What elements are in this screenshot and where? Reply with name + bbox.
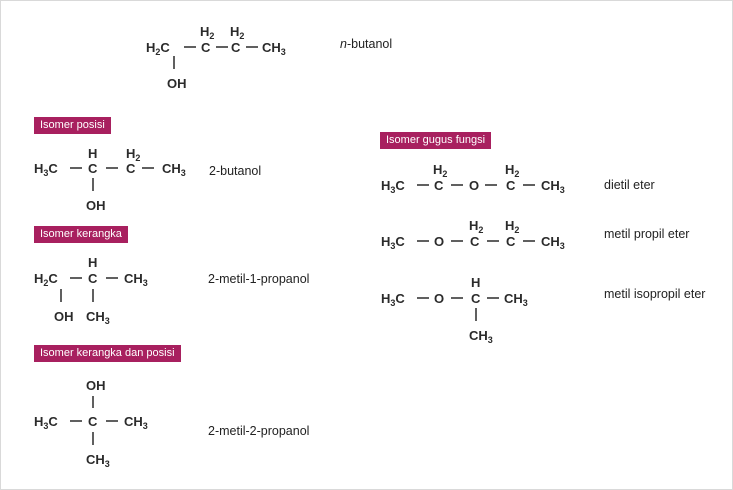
label-2-metil-2-propanol: 2-metil-2-propanol: [208, 424, 310, 438]
svg-text:CH3: CH3: [86, 309, 110, 326]
svg-text:H: H: [471, 275, 480, 290]
svg-text:H3C: H3C: [34, 414, 58, 431]
svg-text:H2: H2: [230, 24, 244, 41]
structure-n-butanol: H2C H2 C H2 C CH3 OH: [146, 24, 286, 91]
svg-text:H2: H2: [505, 162, 519, 179]
svg-text:H: H: [88, 146, 97, 161]
svg-text:C: C: [88, 161, 98, 176]
label-metil-propil-eter: metil propil eter: [604, 227, 690, 241]
svg-text:C: C: [88, 414, 98, 429]
svg-text:OH: OH: [86, 378, 106, 393]
svg-text:H3C: H3C: [381, 291, 405, 308]
svg-text:H2: H2: [433, 162, 447, 179]
svg-text:CH3: CH3: [124, 414, 148, 431]
badge-isomer-posisi: Isomer posisi: [34, 117, 111, 134]
structure-2-metil-2-propanol: OH H3C C CH3 CH3: [34, 378, 148, 469]
svg-text:C: C: [470, 234, 480, 249]
svg-text:C: C: [231, 40, 241, 55]
svg-text:CH3: CH3: [86, 452, 110, 469]
svg-text:C: C: [126, 161, 136, 176]
structure-dietil-eter: H3C H2 C O H2 C CH3: [381, 162, 565, 195]
label-2-butanol: 2-butanol: [209, 164, 262, 178]
svg-text:H2: H2: [126, 146, 140, 163]
svg-text:H2C: H2C: [146, 40, 170, 57]
svg-text:H3C: H3C: [381, 178, 405, 195]
structure-metil-propil-eter: H3C O H2 C H2 C CH3: [381, 218, 565, 251]
badge-isomer-kerangka-dan-posisi: Isomer kerangka dan posisi: [34, 345, 181, 362]
svg-text:C: C: [88, 271, 98, 286]
label-metil-isopropil-eter: metil isopropil eter: [604, 287, 706, 301]
svg-text:C: C: [471, 291, 481, 306]
svg-text:H3C: H3C: [34, 161, 58, 178]
svg-text:CH3: CH3: [124, 271, 148, 288]
svg-text:H3C: H3C: [381, 234, 405, 251]
svg-text:C: C: [506, 234, 516, 249]
badge-isomer-gugus-fungsi: Isomer gugus fungsi: [380, 132, 492, 149]
svg-text:OH: OH: [54, 309, 74, 324]
label-2-metil-1-propanol: 2-metil-1-propanol: [208, 272, 310, 286]
svg-text:OH: OH: [86, 198, 106, 213]
svg-text:CH3: CH3: [262, 40, 286, 57]
svg-text:OH: OH: [167, 76, 187, 91]
svg-text:O: O: [434, 234, 444, 249]
svg-text:O: O: [469, 178, 479, 193]
svg-text:C: C: [506, 178, 516, 193]
svg-text:H2: H2: [505, 218, 519, 235]
svg-text:C: C: [434, 178, 444, 193]
label-dietil-eter: dietil eter: [604, 178, 655, 192]
label-n-butanol: n-butanol: [340, 37, 393, 51]
svg-text:CH3: CH3: [541, 178, 565, 195]
svg-text:H2C: H2C: [34, 271, 58, 288]
svg-text:O: O: [434, 291, 444, 306]
svg-text:CH3: CH3: [469, 328, 493, 345]
structure-2-butanol: H3C H C H2 C CH3 OH: [34, 146, 186, 213]
badge-isomer-kerangka: Isomer kerangka: [34, 226, 128, 243]
svg-text:H2: H2: [469, 218, 483, 235]
svg-text:CH3: CH3: [162, 161, 186, 178]
svg-text:CH3: CH3: [504, 291, 528, 308]
structure-2-metil-1-propanol: H2C H C CH3 OH CH3: [34, 255, 148, 326]
svg-text:H2: H2: [200, 24, 214, 41]
svg-text:CH3: CH3: [541, 234, 565, 251]
svg-text:C: C: [201, 40, 211, 55]
structure-metil-isopropil-eter: H3C O H C CH3 CH3: [381, 275, 528, 345]
svg-text:H: H: [88, 255, 97, 270]
